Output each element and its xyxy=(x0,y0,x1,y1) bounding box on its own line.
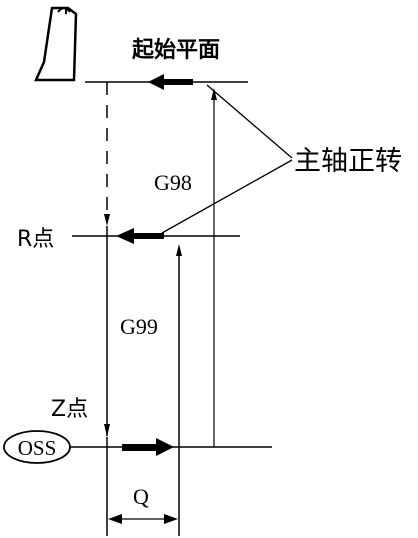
q-dimension-arrow-right xyxy=(164,514,178,524)
spindle-arrow-z-point xyxy=(122,438,174,456)
leader-line-upper xyxy=(206,84,293,159)
g99-label: G99 xyxy=(120,314,158,339)
g99-return-arrowhead xyxy=(176,244,182,256)
q-label: Q xyxy=(133,484,149,509)
start-plane-label: 起始平面 xyxy=(131,37,220,63)
rapid-approach-arrowhead xyxy=(104,214,110,226)
feed-path-arrowhead xyxy=(104,424,110,437)
r-point-label: R点 xyxy=(17,227,54,252)
g98-return-arrowhead xyxy=(211,88,217,100)
tool-icon xyxy=(34,6,78,82)
leader-line-lower xyxy=(161,159,293,234)
z-point-label: Z点 xyxy=(51,397,88,422)
spindle-cw-label: 主轴正转 xyxy=(294,146,402,177)
oss-label: OSS xyxy=(18,436,57,460)
oss-ellipse xyxy=(3,430,71,464)
q-dimension-arrow-left xyxy=(108,514,122,524)
spindle-arrow-r-point xyxy=(116,228,164,244)
g98-label: G98 xyxy=(154,170,192,195)
spindle-arrow-start-plane xyxy=(148,74,193,90)
